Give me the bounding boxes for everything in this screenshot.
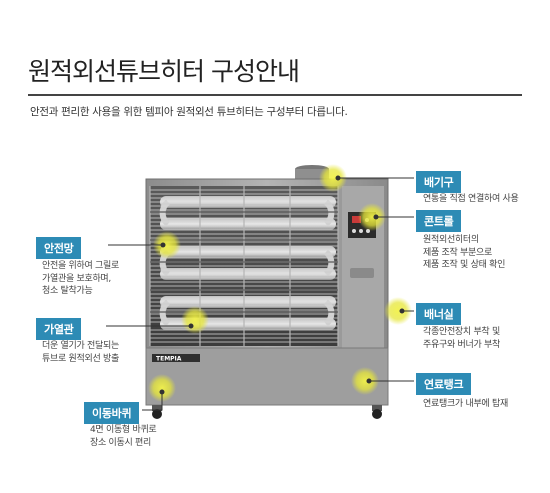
callout-burner-room-desc: 각종안전장치 부착 및 주유구와 버너가 부착 (423, 327, 500, 350)
highlight-burner-room (384, 297, 412, 325)
page-subtitle: 안전과 편리한 사용을 위한 템피아 원적외선 튜브히터는 구성부터 다릅니다. (30, 106, 348, 118)
exhaust-pipe (295, 165, 329, 187)
highlight-safety-net (153, 231, 181, 259)
wheels (152, 405, 382, 419)
callout-safety-net-label: 안전망 (36, 237, 82, 259)
callout-burner-room-label: 배너실 (416, 303, 462, 325)
callout-safety-net-desc: 안전을 위하여 그릴로 가열관을 보호하며, 청소 탈착가능 (42, 261, 119, 296)
control-panel (348, 212, 376, 238)
heater-window (150, 186, 338, 346)
highlight-exhaust (319, 164, 347, 192)
callout-casters-desc: 4면 이동형 바퀴로 장소 이동시 편리 (90, 425, 157, 448)
callout-leaders (106, 175, 414, 411)
callout-control-label: 콘트롤 (416, 210, 462, 232)
safety-grill (150, 189, 338, 343)
burner-room-panel (342, 186, 384, 402)
callout-fuel-tank-label: 연료탱크 (416, 373, 472, 395)
callout-exhaust-label: 배기구 (416, 171, 462, 193)
highlight-fuel-tank (351, 367, 379, 395)
brand-logo: TEMPIA (156, 356, 182, 363)
callout-casters-label: 이동바퀴 (84, 402, 140, 424)
callout-control-desc: 원적외선히터의 제품 조작 부분으로 제품 조작 및 상태 확인 (423, 235, 506, 270)
callout-heating-tube-label: 가열관 (36, 318, 82, 340)
page-title: 원적외선튜브히터 구성안내 (28, 57, 300, 86)
callout-heating-tube-desc: 더운 열기가 전달되는 튜브로 원적외선 방출 (42, 341, 119, 364)
title-divider (28, 94, 522, 96)
highlight-heating-tube (181, 306, 209, 334)
callout-fuel-tank-desc: 연료탱크가 내부에 탑재 (423, 399, 508, 409)
heater-body (145, 178, 389, 406)
heating-tubes (159, 196, 336, 330)
highlight-casters (148, 374, 176, 402)
base-panel (145, 347, 389, 406)
callout-exhaust-desc: 연통을 직접 연결하여 사용 (423, 194, 519, 204)
highlight-control (358, 203, 386, 231)
